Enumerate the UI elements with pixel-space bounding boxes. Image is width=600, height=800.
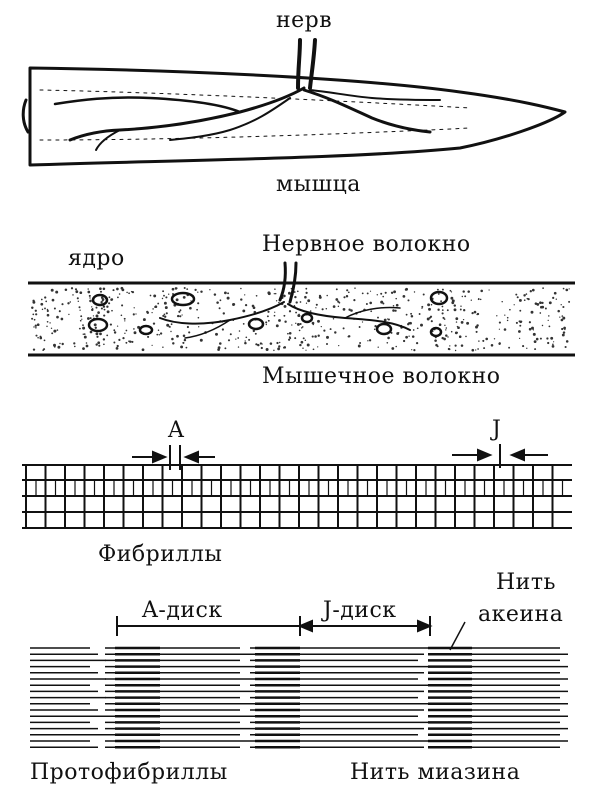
muscle-fiber-label: Мышечное волокно <box>262 364 501 389</box>
nuclei <box>87 290 449 338</box>
a-disc-label: A-диск <box>142 598 223 623</box>
actin-label-line2: акеина <box>478 602 564 627</box>
nerve-branches <box>53 38 441 151</box>
disc-brackets <box>116 616 466 651</box>
muscle-drawing <box>21 66 567 167</box>
a-band-label: A <box>168 418 185 443</box>
nucleus-label: ядро <box>68 246 125 271</box>
actin-label-line1: Нить <box>496 570 556 595</box>
fibrils-drawing <box>22 464 572 529</box>
protofibrils-label: Протофибриллы <box>30 760 228 785</box>
protofibrils-drawing <box>30 646 568 749</box>
j-disc-label: J-диск <box>323 598 397 623</box>
fibrils-label: Фибриллы <box>98 542 223 567</box>
j-band-label: J <box>492 417 502 442</box>
muscle-label: мышца <box>276 172 361 197</box>
myosin-label: Нить миазина <box>350 760 521 785</box>
muscle-fiber-drawing <box>28 261 575 357</box>
nerve-fiber-label: Нервное волокно <box>262 232 471 257</box>
nerve-fiber-branches <box>159 261 411 339</box>
nerve-label: нерв <box>276 8 333 33</box>
band-markers <box>132 444 548 470</box>
